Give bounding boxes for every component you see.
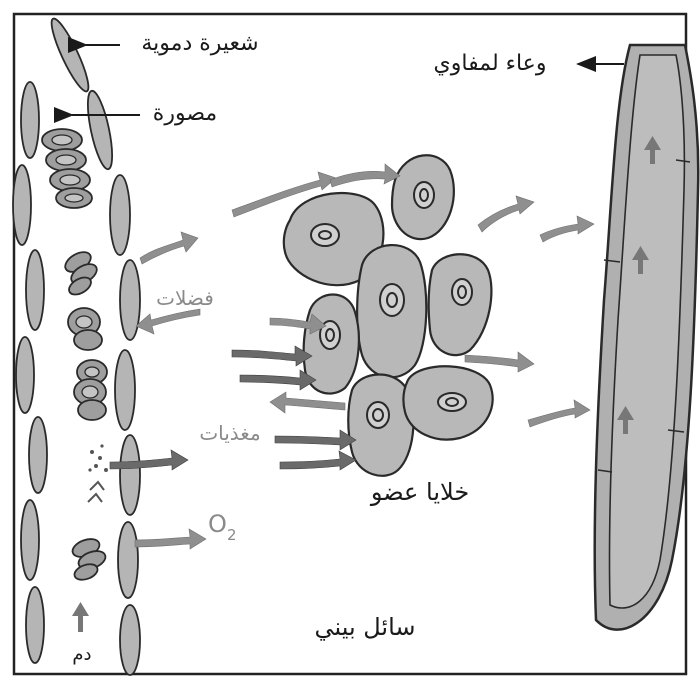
organ-cell xyxy=(392,155,454,239)
nutrient-particles xyxy=(88,444,108,502)
organ-cell xyxy=(429,254,492,355)
label-oxygen-main: O xyxy=(208,510,227,538)
arrow-right xyxy=(140,232,198,264)
erythrocytes xyxy=(42,129,108,583)
label-organ-cells: خلايا عضو xyxy=(370,478,469,506)
label-capillary: شعيرة دموية xyxy=(141,31,258,56)
arrow-left xyxy=(136,309,200,334)
label-interstitial-fluid: سائل بيني xyxy=(314,613,415,641)
label-oxygen-sub: 2 xyxy=(227,526,237,544)
label-nutrients: مغذيات xyxy=(199,421,260,445)
label-lymph-vessel: وعاء لمفاوي xyxy=(434,51,547,76)
organ-cells xyxy=(284,155,493,476)
blood-flow-arrow xyxy=(72,602,89,632)
label-oxygen: O 2 xyxy=(208,510,237,544)
label-blood: دم xyxy=(72,644,91,665)
label-erythrocyte: مصورة xyxy=(153,101,217,126)
organ-cell xyxy=(357,245,426,377)
organ-cell xyxy=(403,366,492,439)
arrow-right xyxy=(135,529,206,549)
lymph-vessel xyxy=(595,45,699,630)
label-wastes: فضلات xyxy=(156,286,214,310)
